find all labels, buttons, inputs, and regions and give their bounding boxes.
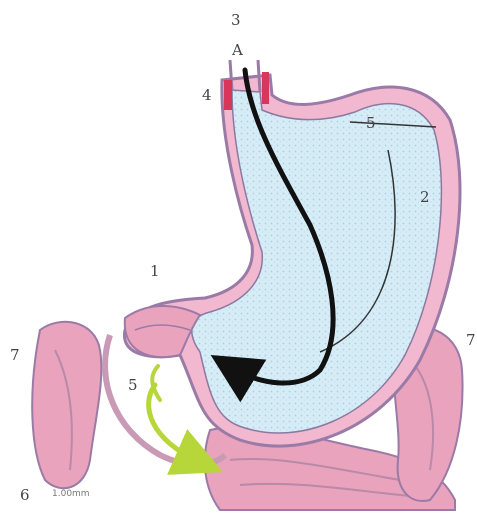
label-pylorus: 5 <box>128 376 138 394</box>
label-body: 2 <box>420 188 430 206</box>
cardia-sphincter-right <box>262 72 269 104</box>
label-fundus: 5 <box>366 114 376 132</box>
cardia-sphincter-left <box>224 80 232 110</box>
label-lesser-curve: 1 <box>150 262 160 280</box>
label-corner: 6 <box>20 486 30 504</box>
scale-label: 1.00mm <box>52 489 90 499</box>
label-left: 7 <box>10 346 20 364</box>
label-right: 7 <box>466 331 476 349</box>
label-top-sub: A <box>231 41 243 59</box>
label-cardia: 4 <box>202 86 212 104</box>
duodenum-tissue <box>32 322 101 488</box>
label-top: 3 <box>231 11 241 29</box>
